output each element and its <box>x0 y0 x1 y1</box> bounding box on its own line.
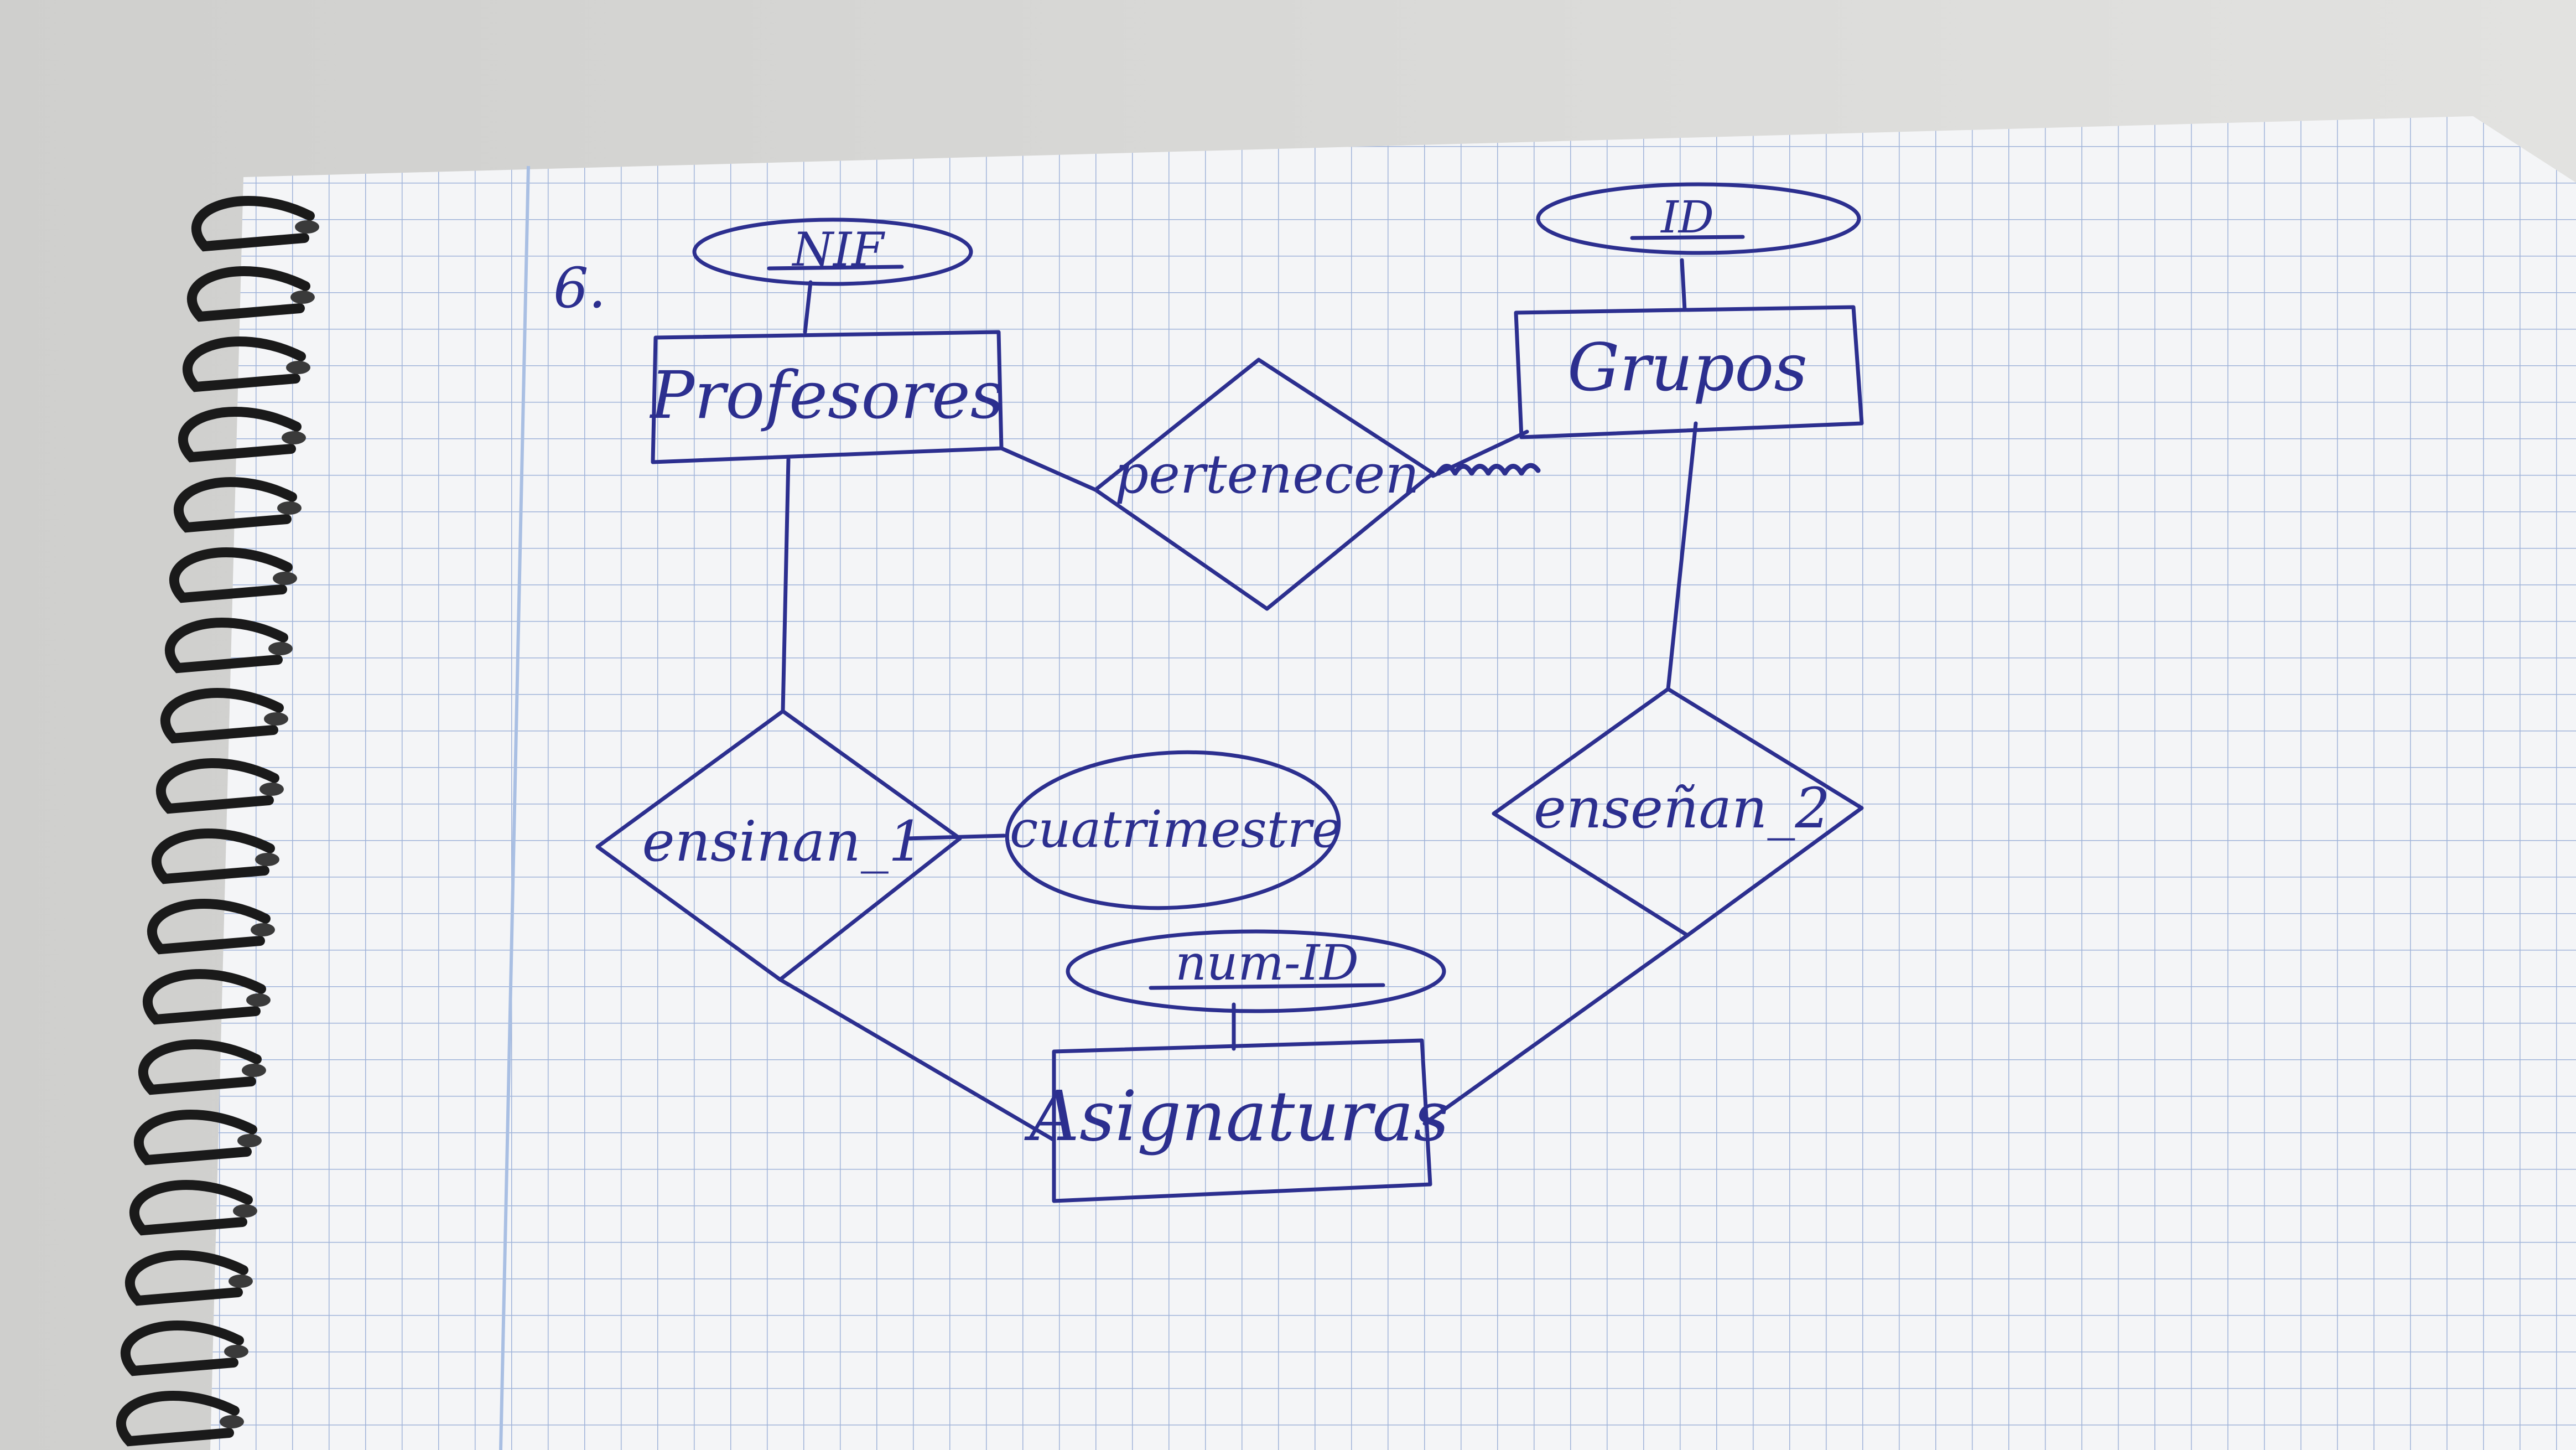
entity-profesores-box <box>651 330 1004 464</box>
spiral-hole <box>242 1064 266 1077</box>
spiral-coil <box>169 547 293 603</box>
spiral-hole <box>233 1204 257 1218</box>
relationship-ensenan2-label: enseñan_2 <box>1534 776 1830 841</box>
spiral-hole <box>246 993 271 1007</box>
diagram-labels: 6. Profesores Grupos Asignaturas pertene… <box>553 191 1830 1157</box>
spiral-coil <box>183 336 306 392</box>
entity-asignaturas-box <box>1052 1038 1432 1203</box>
key-underline-numid <box>1149 983 1385 990</box>
attribute-cuatrimestre-ellipse <box>1005 750 1341 910</box>
attribute-id-ellipse <box>1536 182 1861 255</box>
spiral-hole <box>255 853 279 866</box>
spiral-hole <box>251 923 275 936</box>
spiral-coil <box>143 969 266 1025</box>
entity-grupos-label: Grupos <box>1567 329 1808 406</box>
key-underline-nif <box>767 265 904 271</box>
relationship-ensenan2-diamond <box>1492 687 1864 938</box>
spiral-coil <box>147 899 271 955</box>
spiral-coil <box>191 196 315 252</box>
entity-grupos-box <box>1514 305 1864 439</box>
spiral-coil <box>116 1391 240 1447</box>
relationship-ensinan1-diamond <box>595 709 962 982</box>
exercise-number: 6. <box>553 256 606 320</box>
attribute-numid-ellipse <box>1066 929 1446 1013</box>
spiral-coil <box>178 407 302 463</box>
spiral-coil <box>129 1180 253 1236</box>
margin-line <box>499 165 530 1450</box>
line-profesores-ensinan1 <box>781 457 791 713</box>
spiral-coil <box>138 1039 262 1095</box>
spiral-hole <box>273 572 297 585</box>
line-grupos-ensenan2 <box>1666 421 1698 691</box>
cardinality-mark <box>1436 463 1541 476</box>
spiral-hole <box>259 783 284 796</box>
spiral-hole <box>290 291 315 304</box>
spiral-hole <box>286 361 310 374</box>
spiral-coil <box>187 266 310 322</box>
spiral-coil <box>152 828 275 884</box>
notebook-page <box>210 116 2576 1450</box>
spiral-coil <box>121 1320 244 1376</box>
line-ensenan2-asignaturas <box>1422 933 1690 1126</box>
spiral-coil <box>134 1110 257 1166</box>
entity-asignaturas-label: Asignaturas <box>1024 1076 1450 1157</box>
line-profesores-pertenecen <box>999 446 1098 492</box>
key-underline-id <box>1630 235 1745 240</box>
line-id-grupos <box>1680 258 1687 312</box>
attribute-cuatrimestre-label: cuatrimestre <box>1010 800 1342 859</box>
spiral-hole <box>237 1134 262 1147</box>
relationship-pertenecen-diamond <box>1093 358 1435 611</box>
attribute-numid-label: num-ID <box>1175 934 1359 991</box>
spiral-hole <box>220 1415 244 1428</box>
spiral-binding <box>116 196 319 1447</box>
line-ensinan1-asignaturas <box>778 977 1056 1142</box>
entity-profesores-label: Profesores <box>650 357 1004 433</box>
spiral-coil <box>156 758 279 814</box>
spiral-hole <box>224 1345 248 1358</box>
er-diagram <box>595 182 1864 1203</box>
spiral-hole <box>228 1275 253 1288</box>
relationship-ensinan1-label: ensinan_1 <box>642 809 924 874</box>
line-nif-profesores <box>803 280 813 334</box>
spiral-coil <box>165 618 288 674</box>
attribute-nif-label: NIF <box>792 222 886 277</box>
spiral-coil <box>160 688 284 744</box>
spiral-hole <box>282 431 306 444</box>
spiral-hole <box>277 501 302 515</box>
attribute-nif-ellipse <box>692 218 973 286</box>
spiral-hole <box>264 712 288 726</box>
spiral-hole <box>295 220 319 234</box>
relationship-pertenecen-label: pertenecen <box>1115 443 1420 505</box>
spiral-coil <box>174 477 297 533</box>
spiral-coil <box>125 1250 248 1306</box>
attribute-id-label: ID <box>1660 191 1714 243</box>
spiral-hole <box>268 642 293 655</box>
